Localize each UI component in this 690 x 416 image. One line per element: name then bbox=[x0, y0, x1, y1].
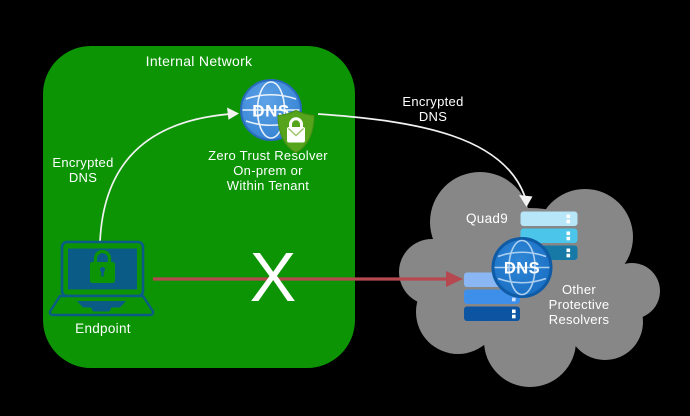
encrypted-dns-left-line2: DNS bbox=[68, 170, 98, 185]
cloud-dns-globe-label: DNS bbox=[504, 260, 540, 278]
endpoint-laptop-icon bbox=[48, 240, 155, 317]
encrypted-dns-right-line2: DNS bbox=[418, 109, 448, 124]
encrypted-dns-left-line1: Encrypted bbox=[52, 155, 114, 170]
quad9-label: Quad9 bbox=[465, 211, 509, 226]
resolver-caption-line3: Within Tenant bbox=[226, 178, 310, 193]
resolver-caption-line2: On-prem or bbox=[233, 163, 303, 178]
other-resolvers-line1: Other bbox=[561, 282, 596, 297]
resolver-shield-lock-icon bbox=[277, 109, 315, 154]
encrypted-dns-arrow-to-cloud bbox=[317, 113, 533, 207]
resolver-caption-line1: Zero Trust Resolver bbox=[208, 148, 328, 163]
endpoint-lock-icon bbox=[90, 249, 115, 283]
other-protective-resolvers-label: Other Protective Resolvers bbox=[528, 282, 630, 327]
blocked-x-mark: X bbox=[249, 238, 297, 316]
encrypted-dns-label-right: Encrypted DNS bbox=[383, 94, 483, 124]
encrypted-dns-arrow-to-resolver bbox=[99, 107, 239, 243]
other-resolvers-line2: Protective bbox=[548, 297, 610, 312]
internal-network-title: Internal Network bbox=[145, 53, 253, 69]
other-resolvers-line3: Resolvers bbox=[548, 312, 610, 327]
cloud-dns-globe-icon: DNS bbox=[491, 237, 553, 298]
blocked-direct-arrow bbox=[153, 271, 463, 287]
encrypted-dns-right-line1: Encrypted bbox=[402, 94, 464, 109]
encrypted-dns-label-left: Encrypted DNS bbox=[33, 155, 133, 185]
zero-trust-resolver-caption: Zero Trust Resolver On-prem or Within Te… bbox=[168, 148, 368, 193]
endpoint-label: Endpoint bbox=[75, 321, 131, 336]
